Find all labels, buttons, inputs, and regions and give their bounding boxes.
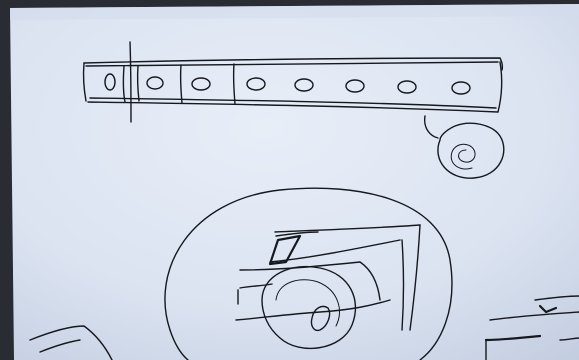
photo-frame: [0, 0, 579, 360]
sketch-paper-photo: [0, 0, 579, 360]
